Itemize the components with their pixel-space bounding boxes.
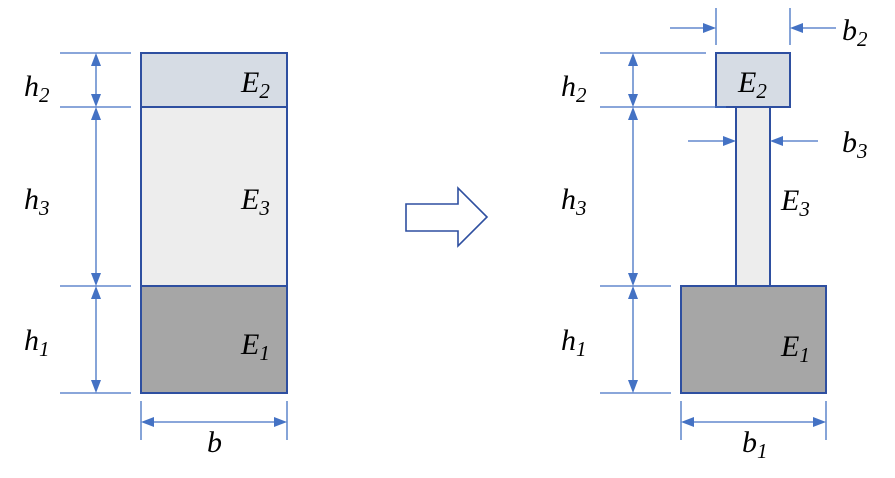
right-label-h3: h3 — [561, 183, 587, 220]
transform-arrow-icon — [405, 186, 489, 248]
right-layer-e2 — [715, 52, 791, 108]
right-label-b3: b3 — [842, 126, 868, 163]
right-dimension-h1 — [628, 286, 638, 393]
right-layer-e3 — [735, 106, 771, 287]
right-label-e2: E2 — [737, 66, 767, 103]
right-label-h1: h1 — [561, 324, 587, 361]
left-layer-e3 — [140, 106, 288, 287]
right-label-b1: b1 — [742, 426, 768, 463]
left-label-e1: E1 — [240, 328, 270, 365]
left-label-h3: h3 — [24, 183, 50, 220]
left-extension-lines — [60, 52, 288, 440]
left-dimension-b — [141, 417, 287, 427]
left-dimension-h1 — [91, 286, 101, 393]
right-label-e3: E3 — [780, 184, 810, 221]
left-dimension-h2 — [91, 53, 101, 107]
right-layer-e1 — [680, 285, 827, 394]
right-dimension-h3 — [628, 107, 638, 286]
left-dimension-h3 — [91, 107, 101, 286]
left-label-e3: E3 — [240, 183, 270, 220]
left-label-h2: h2 — [24, 70, 50, 107]
right-dimension-b3 — [688, 136, 818, 146]
left-label-b: b — [207, 426, 222, 459]
left-label-e2: E2 — [240, 66, 270, 103]
right-dimension-b2 — [670, 23, 836, 33]
left-section: h2 h3 h1 E2 E3 E1 b — [24, 52, 288, 459]
left-layer-e1 — [140, 285, 288, 394]
right-extension-lines — [600, 8, 827, 440]
right-dimension-b1 — [681, 417, 826, 427]
left-layer-e2 — [140, 52, 288, 108]
right-label-e1: E1 — [780, 330, 810, 367]
left-label-h1: h1 — [24, 324, 50, 361]
right-section: h2 h3 h1 E2 E3 E1 b2 b3 b1 — [561, 8, 868, 463]
right-label-h2: h2 — [561, 70, 587, 107]
right-label-b2: b2 — [842, 14, 868, 51]
right-dimension-h2 — [628, 53, 638, 107]
